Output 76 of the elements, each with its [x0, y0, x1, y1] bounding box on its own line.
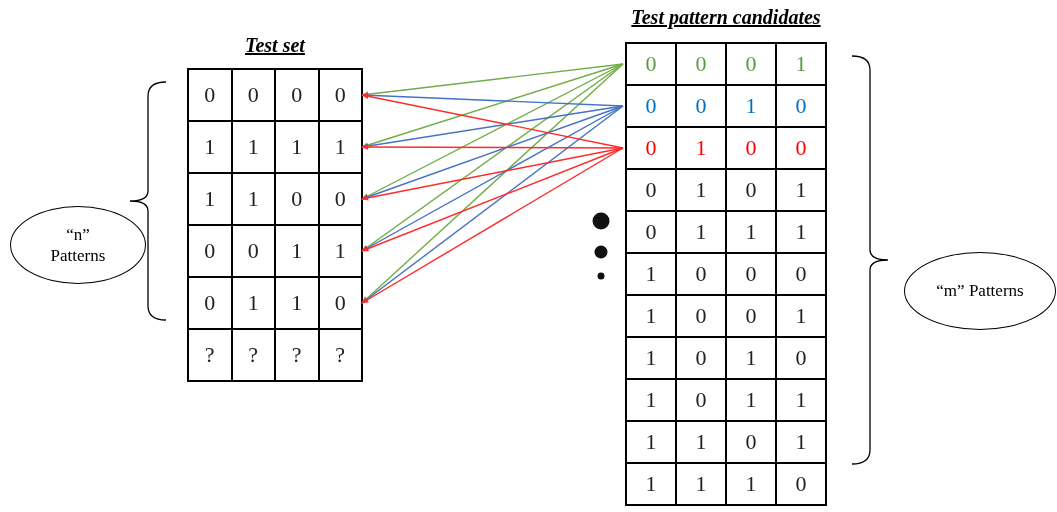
table-cell: 1 [727, 86, 775, 126]
table-cell: 1 [232, 174, 274, 224]
arrow [361, 63, 624, 98]
table-cell: 1 [777, 296, 825, 336]
table-cell: 1 [677, 128, 725, 168]
table-cell: 0 [677, 338, 725, 378]
table-cell: 0 [727, 422, 775, 462]
table-cell: ? [319, 330, 361, 380]
table-cell: 0 [727, 254, 775, 294]
table-cell: 1 [727, 380, 775, 420]
table-cell: 0 [627, 170, 675, 210]
table-cell: 1 [727, 212, 775, 252]
table-cell: 0 [727, 44, 775, 84]
table-cell: 1 [677, 170, 725, 210]
table-cell: ? [232, 330, 274, 380]
table-cell: 1 [777, 380, 825, 420]
table-cell: 1 [677, 212, 725, 252]
table-cell: 1 [627, 422, 675, 462]
table-cell: 1 [189, 122, 231, 172]
table-cell: 1 [777, 422, 825, 462]
table-cell: 0 [777, 254, 825, 294]
table-cell: 0 [677, 254, 725, 294]
table-cell: 0 [777, 128, 825, 168]
table-cell: 0 [677, 86, 725, 126]
table-cell: 1 [777, 170, 825, 210]
table-cell: 1 [627, 464, 675, 504]
table-cell: 1 [189, 174, 231, 224]
table-cell: 1 [727, 338, 775, 378]
table-cell: 0 [777, 338, 825, 378]
arrow [361, 105, 624, 200]
table-cell: 0 [627, 44, 675, 84]
table-title: Test pattern candidates [630, 6, 822, 29]
table-cell: 0 [627, 128, 675, 168]
table-cell: 1 [777, 44, 825, 84]
table-cell: 0 [319, 278, 361, 328]
table-cell: 1 [232, 278, 274, 328]
table-cell: 0 [677, 44, 725, 84]
table-cell: 0 [232, 226, 274, 276]
table-cell: 0 [189, 226, 231, 276]
table-cell: 1 [777, 212, 825, 252]
table-cell: 0 [189, 70, 231, 120]
arrow [361, 147, 624, 304]
table-cell: 0 [677, 380, 725, 420]
table-cell: 0 [677, 296, 725, 336]
table-cell: 1 [627, 338, 675, 378]
table-cell: 1 [319, 122, 361, 172]
table-cell: 1 [232, 122, 274, 172]
table-cell: 1 [727, 464, 775, 504]
table-cell: 1 [677, 464, 725, 504]
table-cell: 0 [189, 278, 231, 328]
table-cell: 0 [727, 296, 775, 336]
table-cell: 0 [319, 174, 361, 224]
table-title: Test set [244, 34, 307, 57]
table-cell: 1 [276, 278, 318, 328]
table-cell: ? [189, 330, 231, 380]
arrow [361, 63, 624, 304]
table-cell: 0 [232, 70, 274, 120]
arrow [361, 147, 624, 252]
table-cell: 0 [627, 212, 675, 252]
table-cell: ? [276, 330, 318, 380]
table-cell: 1 [677, 422, 725, 462]
table-cell: 0 [777, 464, 825, 504]
table-cell: 0 [627, 86, 675, 126]
table-cell: 0 [319, 70, 361, 120]
table-cell: 0 [777, 86, 825, 126]
table-cell: 1 [627, 380, 675, 420]
table-cell: 1 [627, 254, 675, 294]
table-cell: 1 [627, 296, 675, 336]
table-cell: 1 [276, 122, 318, 172]
table-cell: 1 [276, 226, 318, 276]
table-cell: 0 [276, 174, 318, 224]
table-cell: 0 [727, 170, 775, 210]
arrow [361, 105, 624, 304]
table-cell: 0 [276, 70, 318, 120]
table-cell: 1 [319, 226, 361, 276]
table-cell: 0 [727, 128, 775, 168]
